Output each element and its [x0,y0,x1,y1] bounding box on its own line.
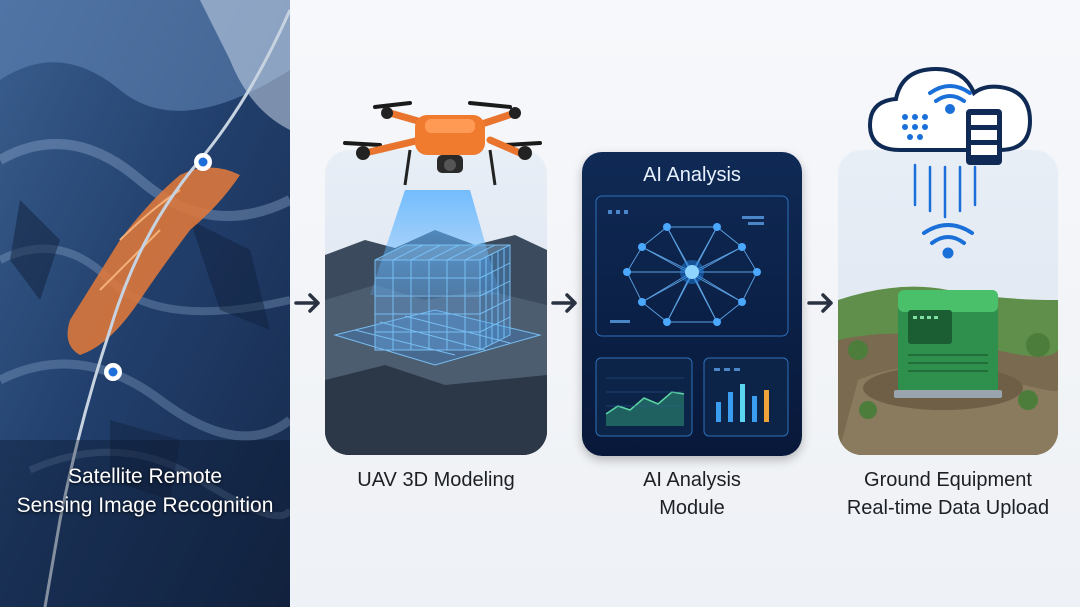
satellite-terrain-image [0,0,290,607]
server-icon [966,109,1002,165]
label-line: AI Analysis [643,469,741,491]
dot-grid-icon [902,114,928,140]
road [43,9,290,607]
label-line: Ground Equipment [864,469,1032,491]
stage-label-ai: AI Analysis Module [582,466,802,522]
cloud-icon [867,66,1033,259]
arrow-right-icon [294,293,320,313]
location-pin-icon [104,363,122,381]
wifi-icon [922,223,974,259]
ai-analysis-card: AI Analysis [582,152,802,456]
wifi-icon [928,84,972,114]
stage-label-ground: Ground Equipment Real-time Data Upload [828,466,1068,522]
arrow-right-icon [807,293,833,313]
arrow-right-icon [551,293,577,313]
label-line: Module [659,497,725,519]
label-line: UAV 3D Modeling [357,469,515,491]
label-line: Real-time Data Upload [846,497,1050,519]
label-line: Satellite Remote [67,465,223,488]
ai-panel-title: AI Analysis [643,164,741,186]
ai-dashboard [595,195,789,437]
drone-icon [343,101,542,186]
label-line: Sensing Image Recognition [16,494,274,517]
ground-equipment-card [838,150,1058,455]
3d-grid-cube [333,244,542,366]
ground-station-scene [838,286,1058,455]
satellite-image-panel: Satellite Remote Sensing Image Recogniti… [0,0,290,607]
stage-label-uav: UAV 3D Modeling [325,466,547,494]
uav-card [325,150,547,455]
uav-terrain-model [325,190,547,455]
landslide-area [67,167,241,355]
stage-label-satellite: Satellite Remote Sensing Image Recogniti… [0,462,290,520]
location-pin-icon [194,153,212,171]
